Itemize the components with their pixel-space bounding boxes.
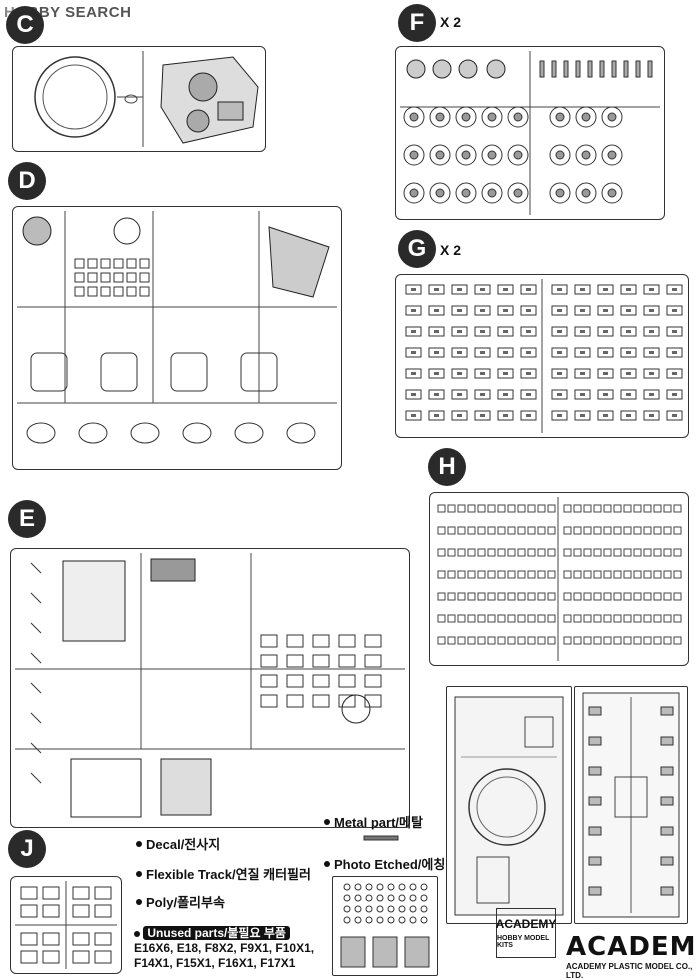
hull-lower-part bbox=[574, 686, 688, 924]
sprue-f-parts bbox=[400, 51, 660, 215]
hull-lower-drawing bbox=[582, 692, 680, 918]
sprue-c-label: C bbox=[6, 6, 44, 44]
sprue-g-label: G bbox=[398, 230, 436, 268]
unused-heading: Unused parts/불필요 부품 bbox=[143, 926, 290, 940]
sprue-h-parts bbox=[437, 497, 682, 661]
hull-upper-drawing bbox=[454, 696, 564, 916]
hull-upper-part bbox=[446, 686, 572, 924]
sprue-g-parts bbox=[405, 279, 683, 433]
legend-decal: Decal/전사지 bbox=[136, 834, 220, 853]
sprue-f-label: F bbox=[398, 4, 436, 42]
bullet-icon bbox=[324, 860, 330, 867]
academy-small-logo: ACADEMY HOBBY MODEL KITS bbox=[496, 908, 556, 958]
bullet-icon bbox=[136, 898, 142, 905]
academy-big-logo: ACADEMY bbox=[566, 932, 696, 962]
sprue-d-parts bbox=[17, 211, 337, 444]
sprue-e-frame bbox=[10, 548, 410, 828]
sprue-f-multiplier: X 2 bbox=[440, 14, 462, 30]
legend-poly: Poly/폴리부속 bbox=[136, 892, 225, 911]
legend-flexible-track: Flexible Track/연질 캐터필러 bbox=[136, 864, 311, 883]
sprue-h-frame bbox=[429, 492, 689, 666]
unused-line-1: E16X6, E18, F8X2, F9X1, F10X1, bbox=[134, 941, 315, 955]
bullet-icon bbox=[134, 931, 140, 937]
sprue-c-parts bbox=[34, 51, 259, 147]
sprue-g-frame bbox=[395, 274, 689, 438]
sprue-h-label: H bbox=[428, 448, 466, 486]
sprue-d-label: D bbox=[8, 162, 46, 200]
unused-parts: Unused parts/불필요 부품 E16X6, E18, F8X2, F9… bbox=[134, 926, 314, 971]
sprue-g-multiplier: X 2 bbox=[440, 242, 462, 258]
sprue-j-frame bbox=[10, 876, 122, 974]
photo-etched-drawing bbox=[340, 883, 430, 968]
sprue-j-label: J bbox=[8, 830, 46, 868]
metal-part-icon bbox=[363, 835, 399, 841]
sprue-d-frame bbox=[12, 206, 342, 470]
bullet-icon bbox=[136, 840, 142, 847]
photo-etched-fret bbox=[332, 876, 438, 976]
company-name: ACADEMY PLASTIC MODEL CO., LTD. bbox=[566, 962, 693, 980]
sprue-e-parts bbox=[15, 553, 405, 818]
bullet-icon bbox=[136, 870, 142, 877]
sprue-j-parts bbox=[15, 881, 117, 969]
legend-metal: Metal part/메탈 bbox=[324, 812, 423, 831]
sprue-e-label: E bbox=[8, 500, 46, 538]
sprue-f-frame bbox=[395, 46, 665, 220]
unused-line-2: F14X1, F15X1, F16X1, F17X1 bbox=[134, 956, 296, 970]
legend-photo-etched: Photo Etched/에칭 bbox=[324, 854, 445, 873]
bullet-icon bbox=[324, 818, 330, 825]
sprue-c-frame bbox=[12, 46, 266, 152]
